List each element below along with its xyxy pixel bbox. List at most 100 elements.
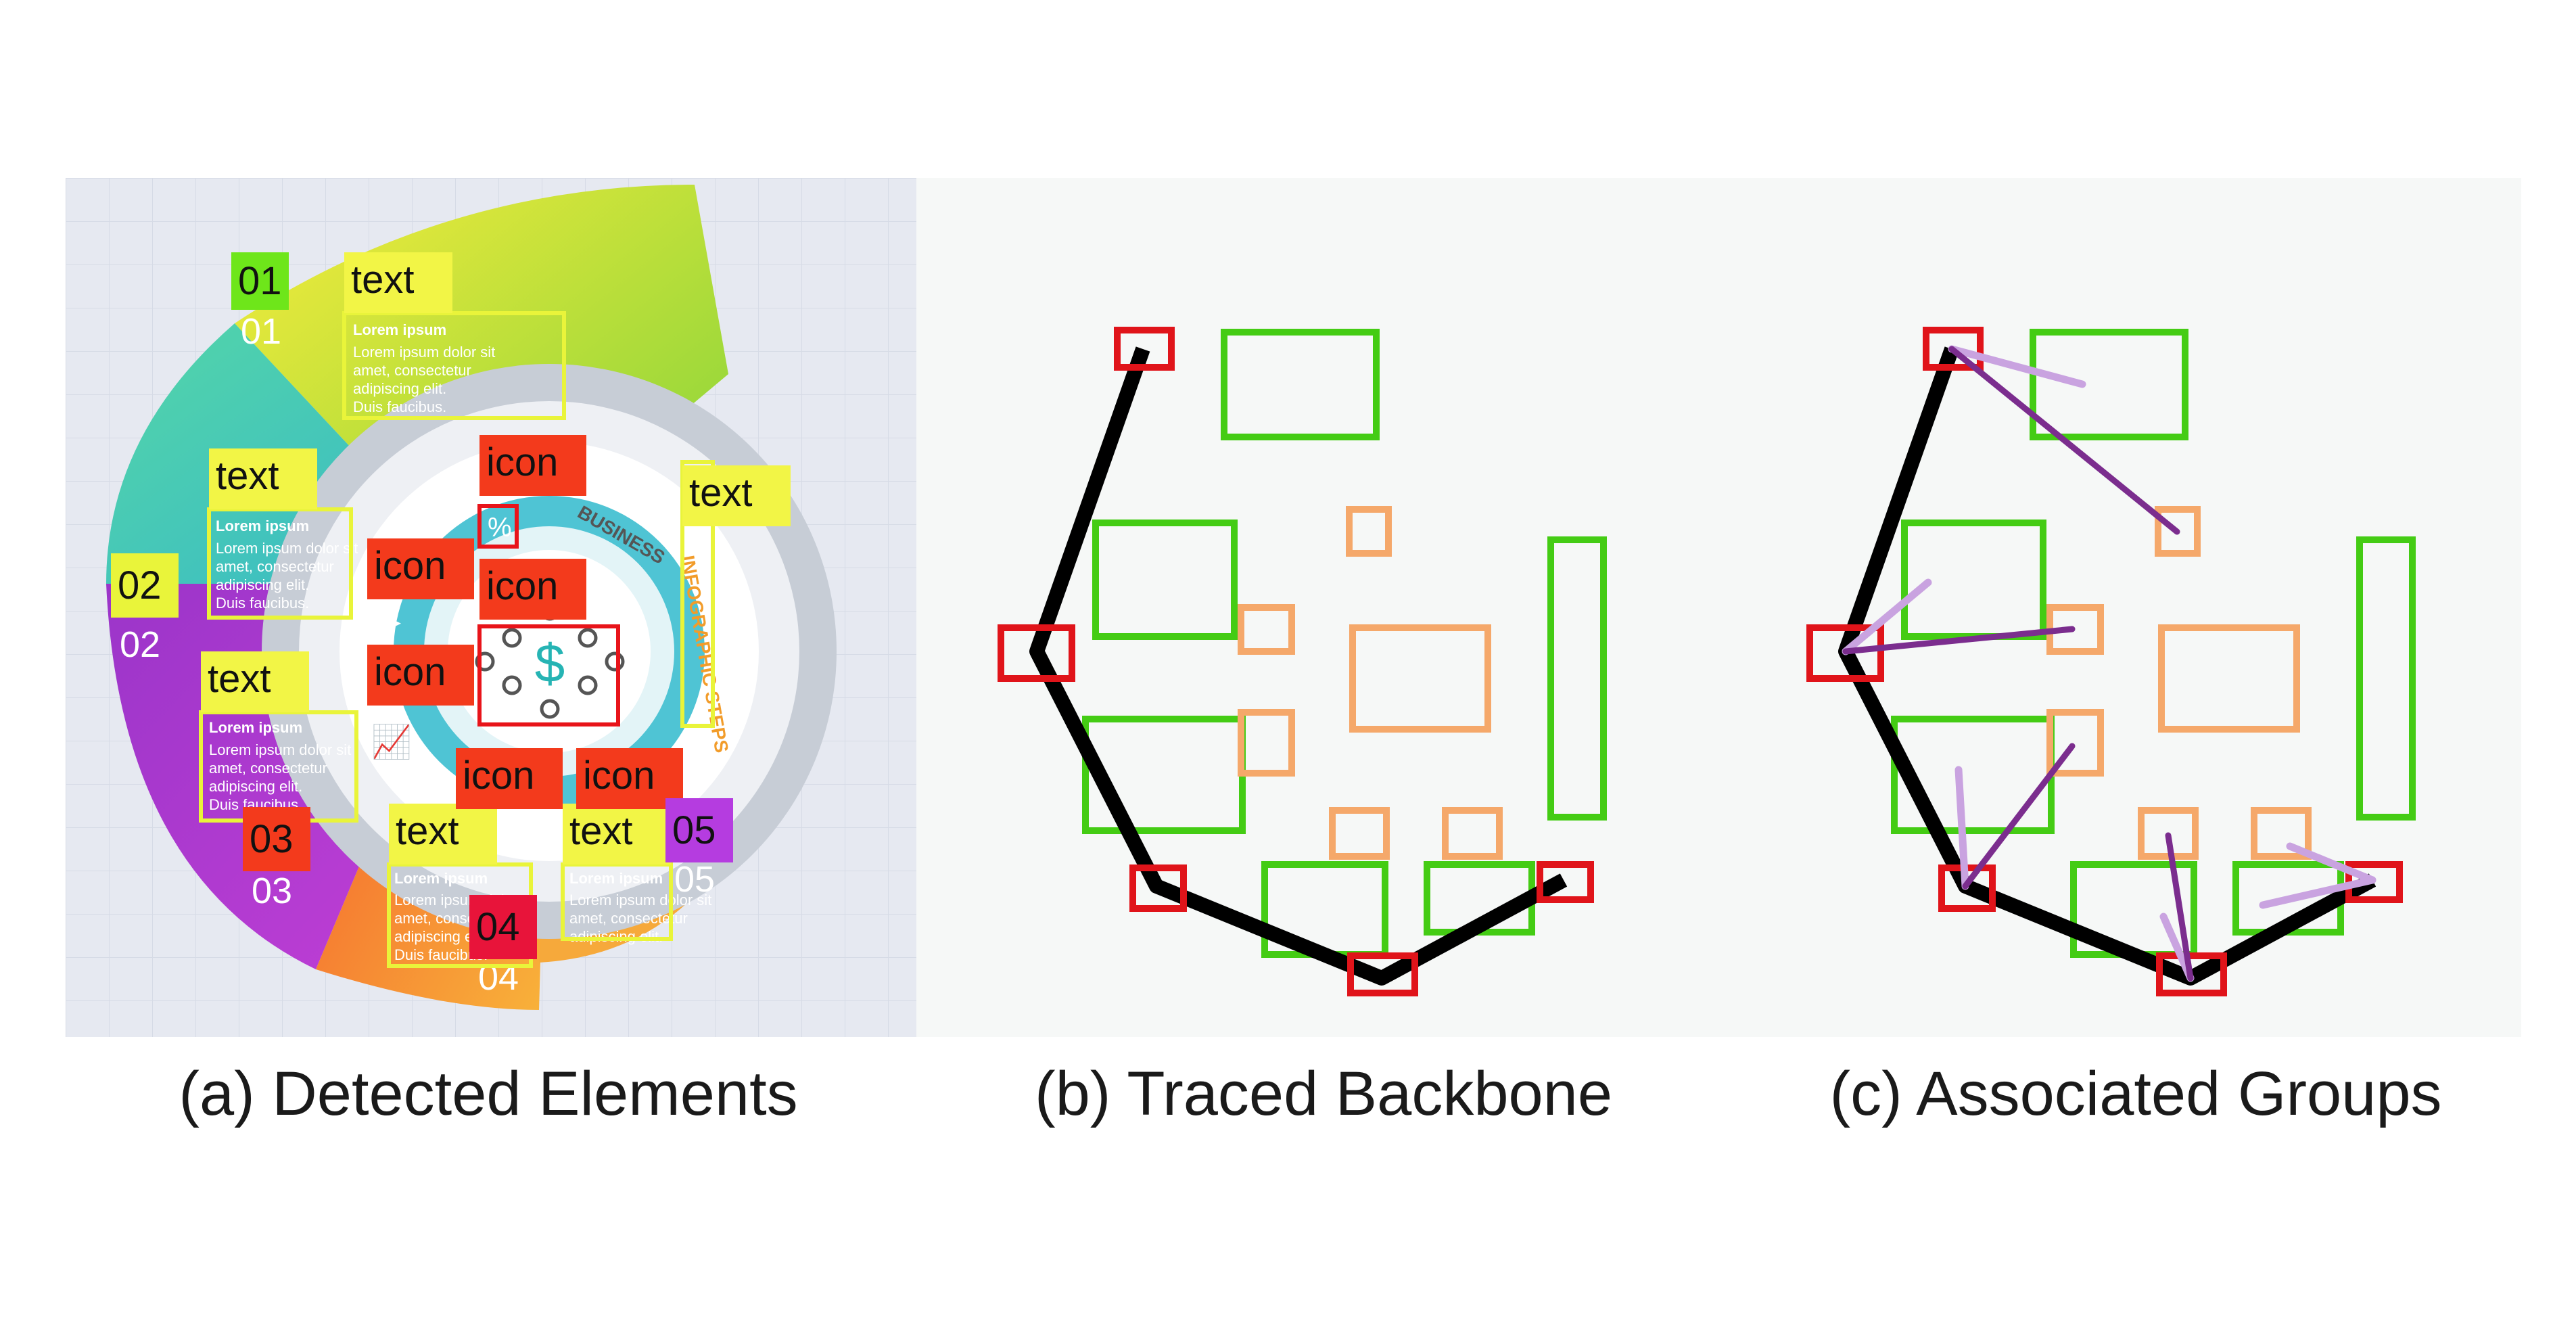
item-heading-3: Lorem ipsum [209, 719, 302, 736]
item-body-5c: adipiscing elit. [569, 928, 663, 945]
icon-tag: icon [479, 435, 586, 496]
panel-backbone-and-groups [916, 178, 2521, 1037]
svg-text:icon: icon [486, 564, 558, 608]
detect-box-text-6 [680, 460, 715, 728]
element-green-box [2030, 329, 2188, 440]
item-body-1b: amet, consectetur [353, 362, 471, 379]
detect-box-icon-percent [477, 504, 519, 549]
icon-tag: icon [479, 559, 586, 620]
item-body-1c: adipiscing elit. [353, 380, 446, 397]
element-orange-box [1238, 604, 1295, 655]
svg-text:02: 02 [118, 563, 162, 607]
svg-text:icon: icon [374, 650, 446, 694]
element-orange-box [2155, 506, 2201, 557]
text-tag: text [563, 804, 671, 864]
item-body-2b: amet, consectetur [216, 558, 334, 575]
element-red-box [1129, 864, 1187, 912]
element-green-box [1092, 520, 1238, 640]
element-orange-box [1329, 807, 1390, 860]
item-body-5a: Lorem ipsum dolor sit [569, 892, 711, 908]
item-body-1d: Duis faucibus. [353, 398, 446, 415]
element-red-box [1806, 624, 1884, 682]
traced-backbone-panel [998, 327, 1607, 996]
icon-tag: icon [367, 645, 474, 706]
element-red-box [1114, 327, 1175, 371]
caption-detected-elements: (a) Detected Elements [179, 1059, 798, 1128]
item-body-2a: Lorem ipsum dolor sit [216, 540, 358, 557]
text-tag: text [209, 448, 317, 509]
association-dark-links [1842, 346, 2194, 982]
item-heading-2: Lorem ipsum [216, 517, 309, 534]
icon-tag: icon [367, 538, 474, 599]
element-green-box [1891, 716, 2055, 834]
element-green-box [2356, 536, 2416, 821]
item-body-2d: Duis faucibus. [216, 595, 309, 612]
infographic-figure: BUSINESS INFOGRAPHIC STEPS $ Lorem ipsum… [66, 178, 916, 1037]
element-orange-box [2158, 624, 2300, 733]
element-green-box [1901, 520, 2046, 640]
element-red-box [998, 624, 1075, 682]
icon-tag: icon [576, 748, 683, 809]
text-tag: text [344, 252, 452, 313]
caption-associated-groups: (c) Associated Groups [1829, 1059, 2442, 1128]
svg-text:icon: icon [463, 754, 534, 798]
chart-growth-icon: 📈 [371, 723, 412, 760]
association-light-links [1842, 345, 2376, 982]
backbone-groups-figure [998, 327, 2416, 996]
item-body-5b: amet, consectetur [569, 910, 688, 927]
item-heading-4: Lorem ipsum [394, 870, 488, 887]
step-number-05: 05 [674, 859, 715, 900]
number-tag-03: 03 [243, 807, 310, 871]
step-number-02: 02 [120, 624, 160, 665]
element-orange-box [2251, 807, 2312, 860]
element-orange-box [1346, 506, 1392, 557]
number-tag-05: 05 [665, 798, 733, 862]
item-body-2c: adipiscing elit. [216, 576, 309, 593]
svg-text:icon: icon [583, 754, 655, 798]
item-body-3b: amet, consectetur [209, 760, 327, 777]
svg-text:01: 01 [238, 259, 282, 303]
number-tag-04: 04 [469, 895, 537, 959]
item-heading-1: Lorem ipsum [353, 321, 446, 338]
element-red-box [1537, 861, 1594, 903]
element-orange-box [2046, 709, 2104, 777]
svg-text:$: $ [535, 633, 565, 693]
step-number-03: 03 [252, 871, 292, 911]
text-tag: text [201, 651, 309, 712]
number-tag-01: 01 [231, 252, 289, 310]
element-red-box [1347, 952, 1418, 996]
text-tag: text [389, 804, 497, 864]
svg-text:text: text [208, 657, 271, 701]
element-orange-box [1442, 807, 1503, 860]
svg-text:text: text [351, 258, 415, 302]
item-body-3a: Lorem ipsum dolor sit [209, 741, 351, 758]
svg-text:text: text [569, 809, 633, 853]
element-red-box [2156, 952, 2227, 996]
caption-traced-backbone: (b) Traced Backbone [1034, 1059, 1613, 1128]
item-body-3c: adipiscing elit. [209, 778, 302, 795]
svg-text:icon: icon [486, 440, 558, 484]
svg-text:05: 05 [672, 808, 716, 852]
percent-icon: % [488, 513, 512, 543]
associated-groups-panel [1806, 327, 2416, 996]
detect-box-text-1 [342, 311, 566, 420]
element-green-box [1221, 329, 1380, 440]
svg-text:03: 03 [250, 817, 294, 861]
element-green-box [1082, 716, 1246, 834]
step-number-04: 04 [478, 957, 519, 998]
panel-detected-elements: BUSINESS INFOGRAPHIC STEPS $ Lorem ipsum… [66, 178, 916, 1037]
backbone-path [1029, 346, 1568, 986]
text-tag: text [682, 465, 791, 526]
svg-text:icon: icon [374, 544, 446, 588]
element-orange-box [2138, 807, 2199, 860]
number-tag-02: 02 [111, 553, 179, 618]
detect-box-icon-center [477, 624, 620, 726]
element-orange-box [1238, 709, 1295, 777]
item-heading-5: Lorem ipsum [569, 870, 663, 887]
element-orange-box [1349, 624, 1491, 733]
svg-text:text: text [216, 454, 279, 498]
svg-text:text: text [396, 809, 459, 853]
item-body-1a: Lorem ipsum dolor sit [353, 344, 495, 361]
element-green-box [1547, 536, 1607, 821]
step-number-01: 01 [241, 311, 281, 352]
